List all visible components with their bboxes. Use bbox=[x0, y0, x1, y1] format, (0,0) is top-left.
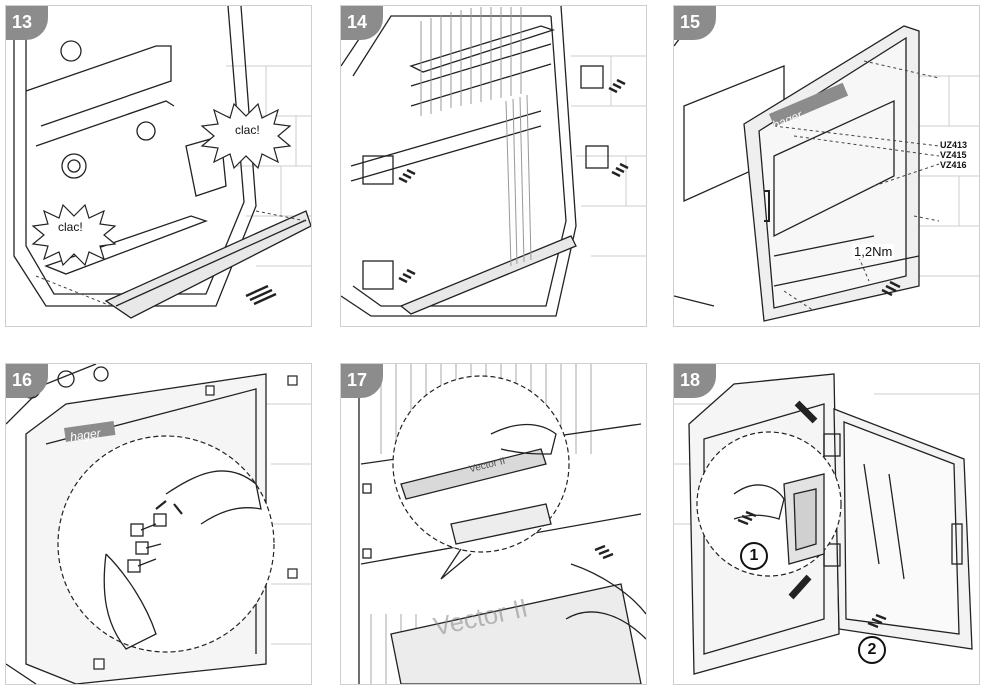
step-16-panel: 16 hager bbox=[5, 363, 312, 685]
step-17-panel: 17 Vector II Vector II bbox=[340, 363, 647, 685]
sequence-marker-2: 2 bbox=[858, 636, 886, 664]
step-14-illustration bbox=[341, 6, 646, 317]
step-13-number: 13 bbox=[6, 6, 48, 40]
clac-burst-icon bbox=[200, 102, 292, 170]
code-uz413: UZ413 bbox=[940, 140, 968, 150]
step-15-number: 15 bbox=[674, 6, 716, 40]
sequence-marker-1: 1 bbox=[740, 542, 768, 570]
clac-burst-icon bbox=[31, 203, 117, 267]
clac-callout-left: clac! bbox=[58, 220, 83, 234]
clac-callout-right: clac! bbox=[235, 123, 260, 137]
step-13-illustration bbox=[13, 6, 311, 319]
step-14-panel: 14 bbox=[340, 5, 647, 327]
code-vz416: VZ416 bbox=[940, 160, 967, 170]
code-vz415: VZ415 bbox=[940, 150, 967, 160]
step-16-illustration bbox=[6, 364, 311, 684]
step-18-panel: 18 1 2 bbox=[673, 363, 980, 685]
step-15-illustration bbox=[674, 6, 979, 322]
step-15-panel: 15 hager UZ413 VZ415 VZ416 1,2Nm bbox=[673, 5, 980, 327]
step-17-illustration bbox=[358, 364, 646, 684]
step-18-illustration bbox=[674, 373, 979, 675]
torque-label: 1,2Nm bbox=[852, 244, 895, 259]
step-13-panel: 13 clac! clac! bbox=[5, 5, 312, 327]
